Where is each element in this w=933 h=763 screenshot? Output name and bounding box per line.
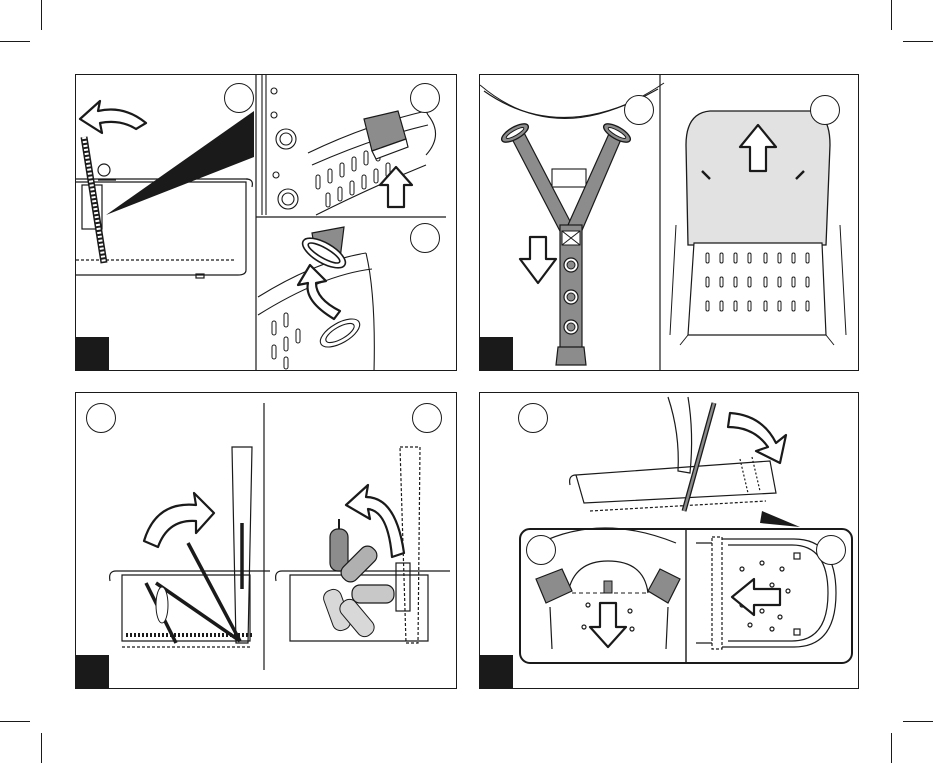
down-arrow-icon xyxy=(520,237,556,283)
crop-mark-tl-v xyxy=(41,0,42,30)
step-number xyxy=(76,655,109,688)
panel-1 xyxy=(75,74,457,371)
panel-3-illustration xyxy=(76,393,457,689)
zoom-wedge xyxy=(106,111,254,215)
crop-mark-tr-v xyxy=(891,0,892,30)
sub-step-label xyxy=(410,83,440,113)
step-number-box xyxy=(76,655,109,688)
sub-step-label xyxy=(810,95,840,125)
crop-mark-br-v xyxy=(891,733,892,763)
sub-step-label xyxy=(816,535,846,565)
panel-1-illustration xyxy=(76,75,457,371)
panel-4 xyxy=(479,392,859,689)
crop-mark-tl-h xyxy=(0,41,30,42)
sub-step-label xyxy=(412,403,442,433)
hatched-strap-icon xyxy=(84,137,104,263)
sub-step-label xyxy=(410,223,440,253)
step-number xyxy=(76,337,109,370)
panel-3 xyxy=(75,392,457,689)
step-number-box xyxy=(480,337,513,370)
step-number xyxy=(480,655,513,688)
step-number xyxy=(480,337,513,370)
sub-step-label xyxy=(526,535,556,565)
crop-mark-tr-h xyxy=(903,41,933,42)
crop-mark-bl-v xyxy=(41,733,42,763)
curved-arrow-icon xyxy=(144,493,214,547)
curved-arrow-icon xyxy=(728,413,786,463)
curved-arrow-icon xyxy=(298,265,340,319)
curved-arrow-icon xyxy=(80,101,146,133)
curved-arrow-icon xyxy=(346,485,404,557)
crop-mark-bl-h xyxy=(0,721,30,722)
buckle-strap-icon xyxy=(321,519,394,640)
sub-step-label xyxy=(86,403,116,433)
harness-icon xyxy=(499,120,633,365)
sub-step-label xyxy=(518,403,548,433)
sub-step-label xyxy=(224,83,254,113)
panel-2-illustration xyxy=(480,75,859,371)
crop-mark-br-h xyxy=(903,721,933,722)
panel-2 xyxy=(479,74,859,371)
step-number-box xyxy=(480,655,513,688)
step-number-box xyxy=(76,337,109,370)
sub-step-label xyxy=(624,95,654,125)
